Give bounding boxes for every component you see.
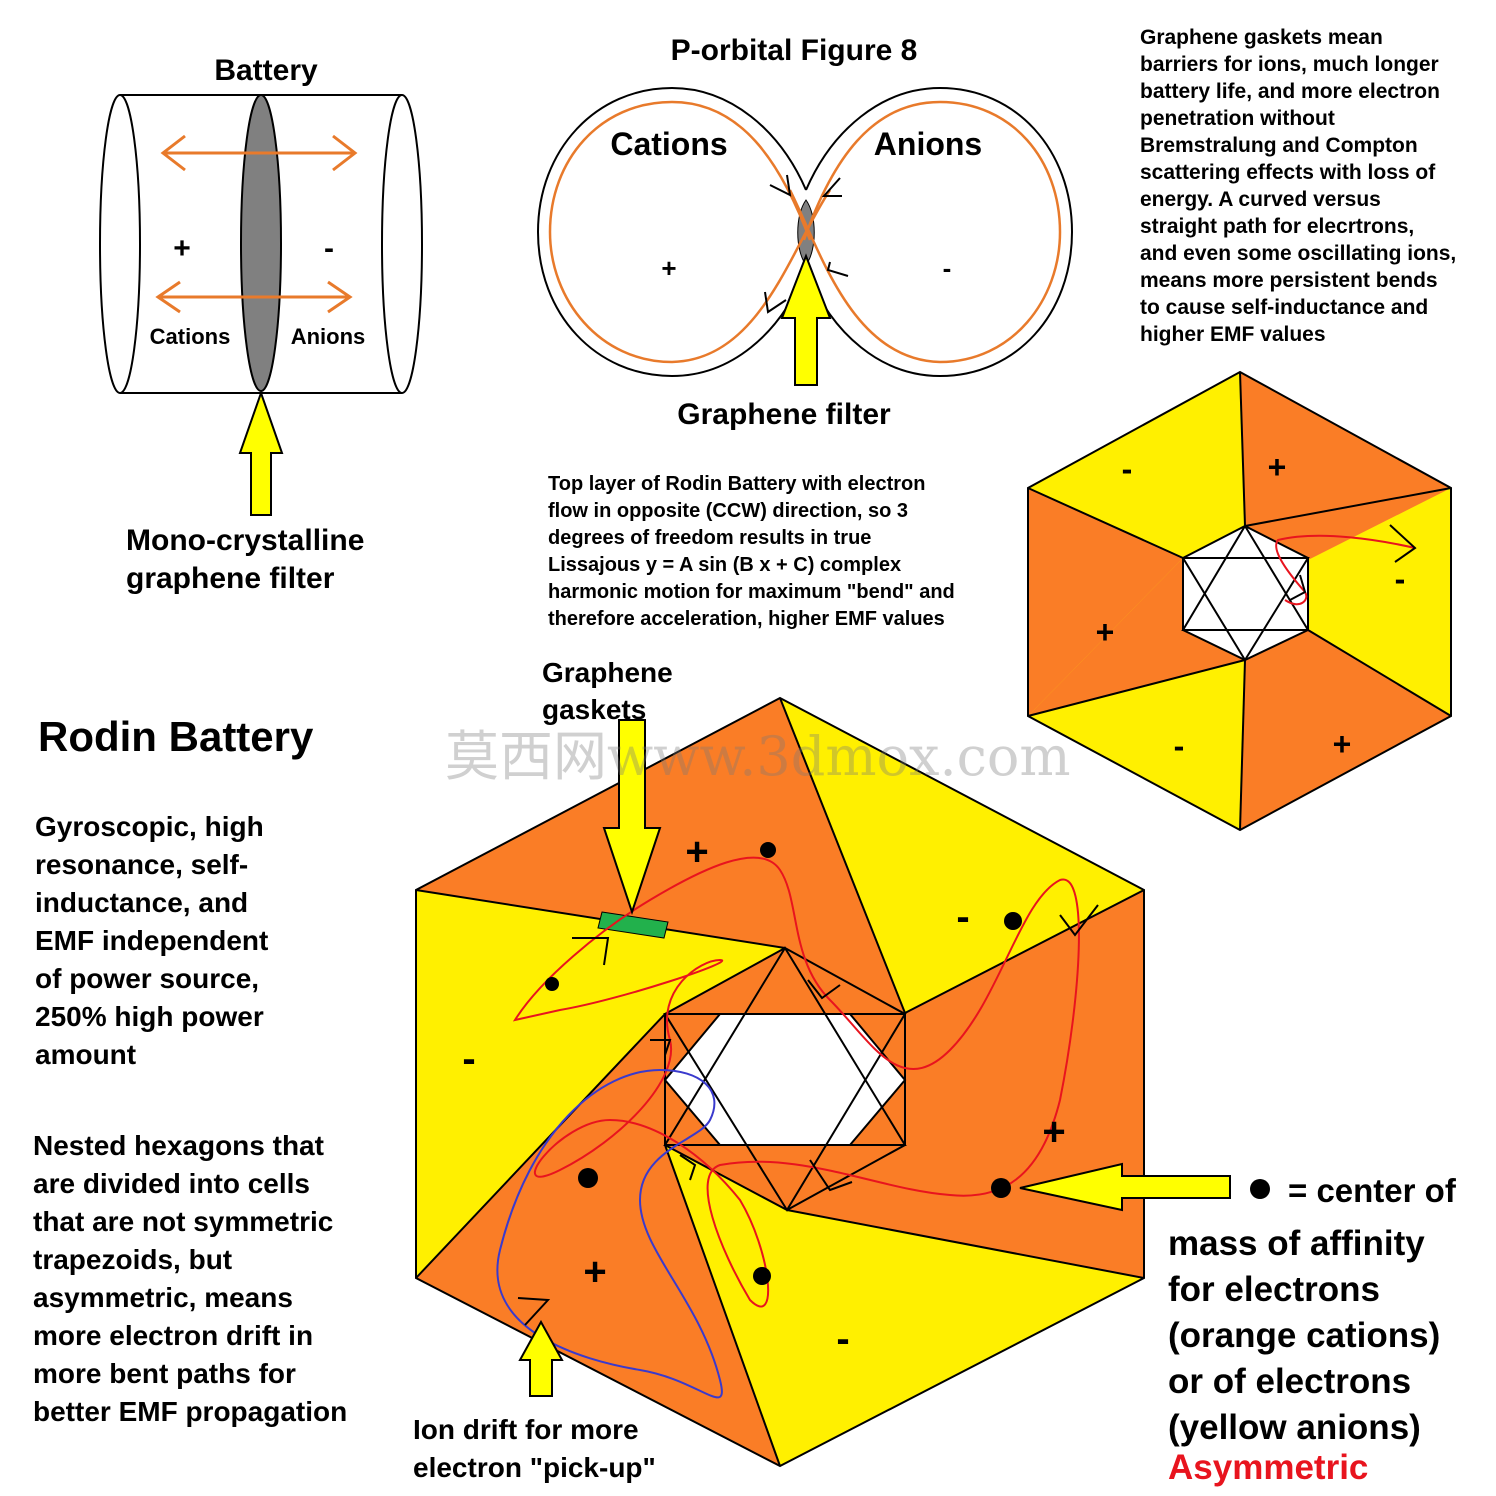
battery-title: Battery (214, 54, 318, 87)
orbital-cation-path (548, 100, 832, 364)
small-hex-sign-5: - (1174, 728, 1185, 764)
gasket-explanation-note: Graphene gaskets mean barriers for ions,… (1140, 26, 1457, 346)
battery-minus: - (324, 232, 334, 265)
ion-drift-caption: Ion drift for more electron "pick-up" (413, 1414, 656, 1483)
orbital-filter-arrow (780, 253, 832, 386)
rodin-battery-title: Rodin Battery (38, 713, 314, 760)
big-hex-sign-5: + (583, 1250, 606, 1294)
battery-plus: + (173, 232, 191, 265)
ion-drift-arrow (518, 1319, 564, 1397)
battery-left-cap (99, 94, 141, 394)
orbital-anions-label: Anions (874, 126, 982, 162)
gasket-pointer-arrow (602, 719, 662, 916)
battery-cations-label: Cations (150, 324, 231, 349)
big-hex-sign-3: + (1042, 1110, 1065, 1154)
small-hexagon: - + - + - + (1027, 370, 1452, 832)
orbital-filter-caption: Graphene filter (677, 398, 891, 431)
orbital-left-lobe (536, 86, 807, 378)
graphene-gasket (597, 911, 669, 939)
graphene-filter-disc (240, 94, 282, 392)
small-hex-sign-3: - (1395, 561, 1406, 597)
graphene-gaskets-label: Graphene gaskets (542, 657, 673, 725)
small-hex-sign-6: + (1333, 726, 1352, 762)
battery-filter-arrow (238, 389, 284, 516)
legend-text: mass of affinity for electrons (orange c… (1168, 1224, 1441, 1447)
legend-dot (1250, 1179, 1270, 1199)
big-hex-sign-4: - (462, 1037, 475, 1081)
legend-pointer-arrow (1019, 1162, 1231, 1212)
asymmetric-label: Asymmetric (1168, 1448, 1369, 1487)
orbital-plus: + (661, 253, 676, 283)
big-hex-sign-1: + (685, 830, 708, 874)
orbital-cations-label: Cations (610, 126, 727, 162)
battery-right-cap (381, 94, 423, 394)
battery-filter-caption-2: graphene filter (126, 562, 335, 595)
orbital-anion-path (788, 100, 1062, 364)
gyroscopic-note: Gyroscopic, high resonance, self- induct… (35, 811, 269, 1070)
legend-symbol-text: = center of (1288, 1172, 1456, 1209)
battery-anions-label: Anions (291, 324, 366, 349)
orbital-right-lobe (805, 86, 1074, 378)
big-hex-sign-6: - (836, 1317, 849, 1361)
nested-hexagons-note: Nested hexagons that are divided into ce… (33, 1130, 348, 1427)
battery-filter-caption-1: Mono-crystalline (126, 524, 364, 557)
battery-ion-arrows (155, 134, 358, 314)
orbital-title: P-orbital Figure 8 (671, 34, 918, 67)
small-hex-sign-2: + (1268, 449, 1287, 485)
top-layer-note: Top layer of Rodin Battery with electron… (548, 473, 955, 630)
small-hex-sign-1: - (1122, 451, 1133, 487)
p-orbital-figure: P-orbital Figure 8 Cations Anions + - Gr… (536, 34, 1074, 431)
battery-figure: Battery + - Cations Anions Mono-crystall… (99, 54, 423, 595)
orbital-minus: - (943, 253, 952, 283)
big-hex-sign-2: - (956, 895, 969, 939)
watermark: 莫西网www.3dmox.com (445, 725, 1071, 788)
small-hex-sign-4: + (1096, 614, 1115, 650)
